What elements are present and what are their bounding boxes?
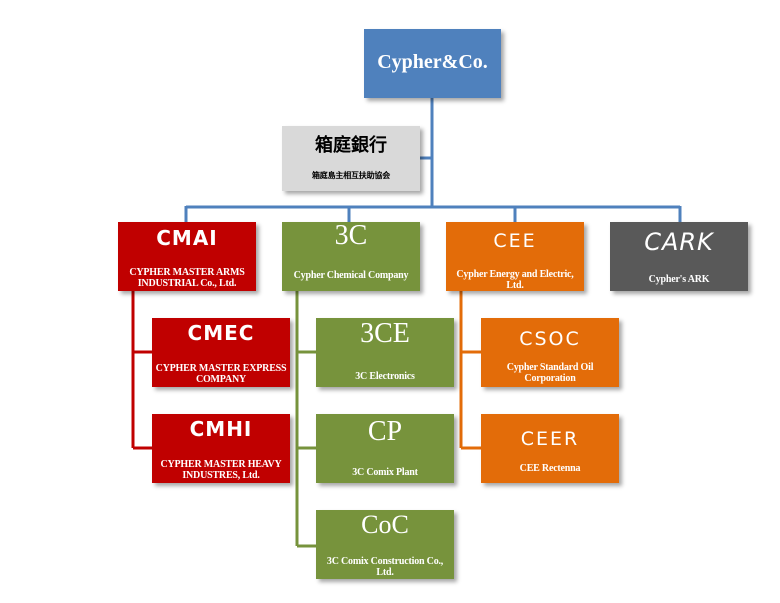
node-coc: CoC 3C Comix Construction Co., Ltd.: [316, 510, 454, 579]
node-title: 箱庭銀行: [315, 135, 387, 156]
node-label: 3C Comix Construction Co., Ltd.: [326, 556, 444, 578]
node-logo: CEER: [520, 428, 580, 450]
node-label: CEE Rectenna: [519, 463, 581, 474]
node-label: CYPHER MASTER EXPRESS COMPANY: [155, 363, 287, 385]
node-label: Cypher Standard Oil Corporation: [506, 362, 594, 384]
node-logo: CARK: [644, 228, 714, 256]
node-logo: 3CE: [360, 318, 410, 349]
node-logo: CoC: [361, 510, 409, 539]
node-label: 3C Electronics: [355, 371, 415, 382]
node-logo: CP: [367, 416, 403, 447]
node-label: Cypher Chemical Company: [293, 270, 409, 281]
node-3ce: 3CE 3C Electronics: [316, 318, 454, 387]
node-logo: CMAI: [156, 226, 218, 250]
node-title: Cypher&Co.: [377, 51, 488, 73]
node-cark: CARK Cypher's ARK: [610, 222, 748, 291]
node-label: Cypher Energy and Electric, Ltd.: [456, 269, 574, 291]
node-csoc: CSOC Cypher Standard Oil Corporation: [481, 318, 619, 387]
node-hakoniwa-bank: 箱庭銀行 箱庭島主相互扶助協会: [282, 126, 420, 191]
node-logo: CEE: [493, 230, 537, 252]
node-ceer: CEER CEE Rectenna: [481, 414, 619, 483]
node-cypher-co: Cypher&Co.: [364, 29, 501, 98]
node-cee: CEE Cypher Energy and Electric, Ltd.: [446, 222, 584, 291]
node-cmai: CMAI CYPHER MASTER ARMS INDUSTRIAL Co., …: [118, 222, 256, 291]
node-label: CYPHER MASTER HEAVY INDUSTRES, Ltd.: [160, 459, 282, 481]
node-label: Cypher's ARK: [648, 274, 710, 285]
node-logo: CMEC: [187, 321, 255, 345]
node-cp: CP 3C Comix Plant: [316, 414, 454, 483]
node-subtitle: 箱庭島主相互扶助協会: [312, 171, 390, 180]
node-label: CYPHER MASTER ARMS INDUSTRIAL Co., Ltd.: [129, 267, 245, 289]
node-logo: CSOC: [519, 328, 581, 350]
node-3c: 3C Cypher Chemical Company: [282, 222, 420, 291]
node-logo: CMHI: [189, 417, 253, 441]
node-cmec: CMEC CYPHER MASTER EXPRESS COMPANY: [152, 318, 290, 387]
node-logo: 3C: [334, 222, 368, 251]
node-cmhi: CMHI CYPHER MASTER HEAVY INDUSTRES, Ltd.: [152, 414, 290, 483]
node-label: 3C Comix Plant: [352, 467, 418, 478]
